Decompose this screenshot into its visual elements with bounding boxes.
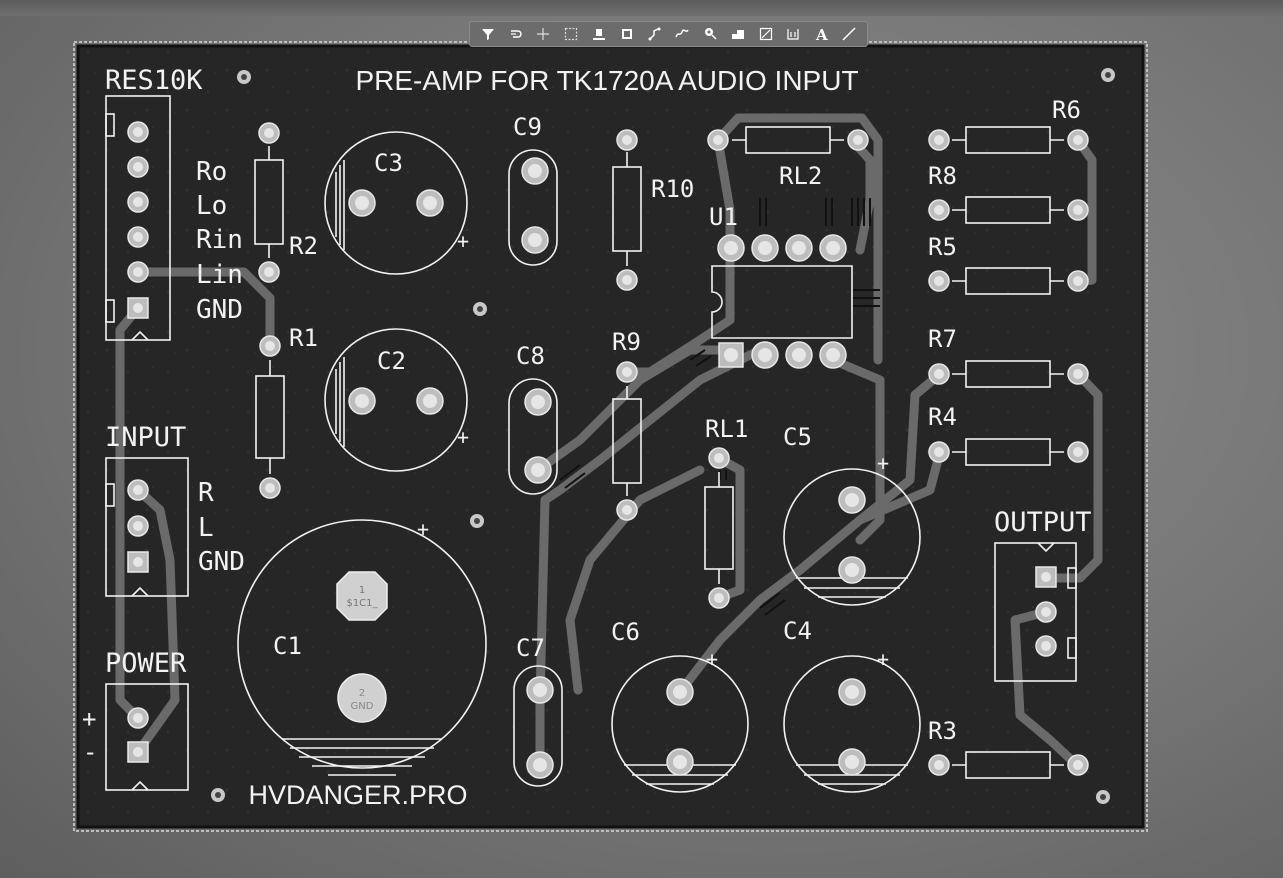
- polygon-icon[interactable]: [728, 24, 748, 44]
- ref-c6: C6: [611, 618, 640, 646]
- board-title: PRE-AMP FOR TK1720A AUDIO INPUT: [355, 65, 858, 96]
- place-component-icon[interactable]: [589, 24, 609, 44]
- top-layer-stitches: [559, 198, 880, 616]
- output-label: OUTPUT: [994, 507, 1092, 538]
- ref-r1: R1: [289, 324, 318, 352]
- line-tool-icon[interactable]: [839, 24, 859, 44]
- chip-icon[interactable]: [617, 24, 637, 44]
- window-top-bar: [0, 0, 1283, 16]
- input-pin-r: R: [198, 478, 214, 508]
- c1-pin1-number: 1: [359, 585, 365, 596]
- ref-c4: C4: [783, 617, 812, 645]
- c1-pin2-net: GND: [351, 701, 374, 712]
- fill-icon[interactable]: [756, 24, 776, 44]
- pads: [127, 121, 1089, 779]
- ref-r9: R9: [612, 328, 641, 356]
- input-pin-l: L: [198, 513, 214, 543]
- ref-c9: C9: [513, 113, 542, 141]
- ref-r7: R7: [928, 325, 957, 353]
- ref-u1: U1: [709, 203, 738, 231]
- c6-plus-mark: +: [706, 647, 718, 671]
- route-track-icon[interactable]: [645, 24, 665, 44]
- ref-r5: R5: [928, 233, 957, 261]
- ref-c7: C7: [516, 634, 545, 662]
- c4-plus-mark: +: [877, 647, 889, 671]
- c1-plus-mark: +: [417, 517, 429, 541]
- lasso-icon[interactable]: [506, 24, 526, 44]
- ref-c1: C1: [273, 632, 302, 660]
- power-plus-label: +: [82, 705, 96, 733]
- ref-rl2: RL2: [779, 162, 822, 190]
- c1-pin1-net: $1C1_: [346, 598, 378, 609]
- input-label: INPUT: [105, 422, 186, 453]
- diff-pair-icon[interactable]: [672, 24, 692, 44]
- ref-r4: R4: [928, 403, 957, 431]
- pcb-toolbar: A: [469, 21, 868, 47]
- ref-rl1: RL1: [705, 415, 748, 443]
- board-footer: HVDANGER.PRO: [248, 780, 467, 810]
- power-label: POWER: [105, 648, 187, 679]
- res10k-pin-lin: Lin: [196, 260, 243, 290]
- svg-text:A: A: [815, 26, 828, 42]
- ref-r6: R6: [1052, 96, 1081, 124]
- ref-r10: R10: [651, 175, 694, 203]
- ref-r2: R2: [289, 232, 318, 260]
- res10k-pin-gnd: GND: [196, 295, 243, 325]
- ref-c5: C5: [783, 423, 812, 451]
- pcb-board: [76, 44, 1145, 829]
- c3-plus-mark: +: [457, 229, 469, 253]
- ref-c2: C2: [377, 347, 406, 375]
- crosshair-icon[interactable]: [533, 24, 553, 44]
- ref-c8: C8: [516, 342, 545, 370]
- c2-plus-mark: +: [457, 425, 469, 449]
- c1-pin2-number: 2: [359, 688, 365, 699]
- res10k-pin-ro: Ro: [196, 157, 227, 187]
- ref-r3: R3: [928, 717, 957, 745]
- ref-c3: C3: [374, 149, 403, 177]
- text-tool-icon[interactable]: A: [811, 24, 831, 44]
- dimension-icon[interactable]: [783, 24, 803, 44]
- ref-r8: R8: [928, 162, 957, 190]
- c5-plus-mark: +: [877, 451, 889, 475]
- res10k-label: RES10K: [105, 65, 203, 96]
- input-pin-gnd: GND: [198, 547, 245, 577]
- res10k-pin-lo: Lo: [196, 191, 227, 221]
- select-rect-icon[interactable]: [561, 24, 581, 44]
- res10k-pin-rin: Rin: [196, 225, 243, 255]
- power-minus-label: -: [83, 738, 97, 766]
- via-icon[interactable]: [700, 24, 720, 44]
- filter-icon[interactable]: [478, 24, 498, 44]
